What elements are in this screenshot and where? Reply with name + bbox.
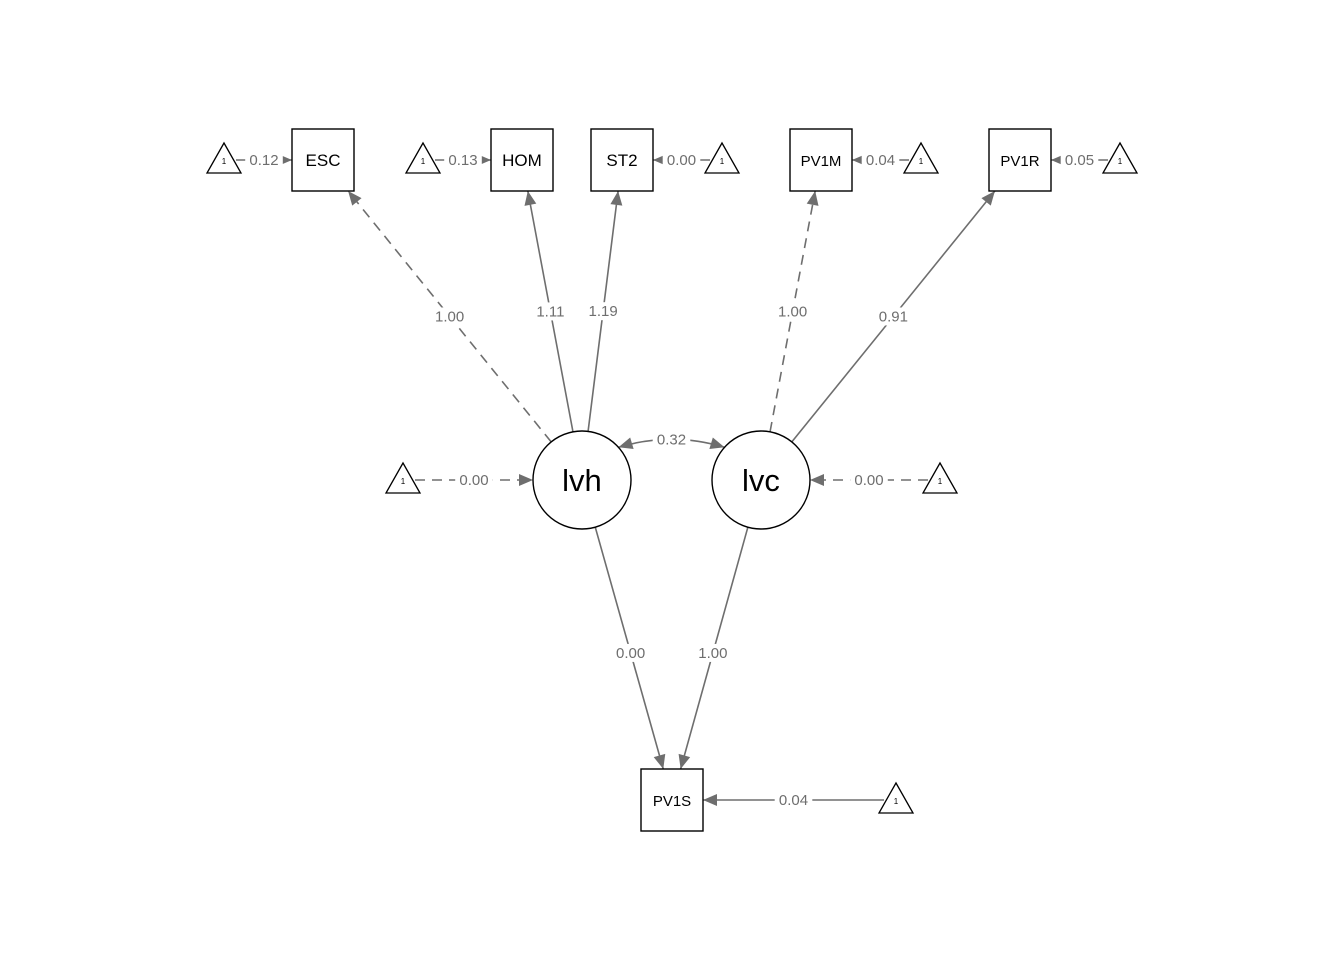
intercept-label-esc-bg	[245, 151, 283, 169]
latent-node-lvh	[532, 430, 632, 530]
loading-edge-lvh-hom-label-bg	[531, 302, 570, 321]
intercept-triangle-pv1r	[1101, 141, 1139, 174]
loading-edge-lvh-pv1s-arrowhead	[653, 753, 666, 769]
manifest-node-pv1r	[988, 128, 1052, 192]
covariance-label: 0.32	[657, 431, 686, 448]
intercept-triangle-label: 1	[401, 477, 406, 486]
covariance-arrowhead-lvh	[618, 437, 634, 449]
loading-edge-lvh-esc-arrowhead	[348, 191, 362, 206]
loading-edge-lvh-pv1s-label: 0.00	[616, 645, 645, 662]
manifest-node-st2	[590, 128, 654, 192]
intercept-triangle-label: 1	[720, 157, 725, 166]
intercept-label-pv1r: 0.05	[1065, 152, 1094, 169]
covariance-label-bg	[652, 430, 691, 449]
covariance-arrowhead-lvc	[709, 437, 725, 449]
loading-edge-lvc-pv1s-label-bg	[694, 643, 732, 662]
loading-edge-lvc-pv1s-arrowhead	[678, 753, 691, 769]
intercept-label-st2: 0.00	[667, 152, 696, 169]
loading-edge-lvc-pv1r-label-bg	[874, 307, 913, 326]
intercept-label-lvc: 0.00	[854, 472, 883, 489]
loading-edge-lvh-pv1s-label-bg	[611, 643, 650, 662]
intercept-triangle-label: 1	[919, 157, 924, 166]
manifest-node-hom	[490, 128, 554, 192]
loading-edge-lvc-pv1m-arrowhead	[806, 191, 819, 206]
manifest-label-hom: HOM	[502, 151, 542, 170]
loading-edge-lvc-pv1m-label-bg	[773, 302, 812, 321]
loading-edge-lvc-pv1r-label: 0.91	[879, 308, 908, 325]
latent-label-lvh: lvh	[562, 463, 602, 498]
intercept-triangle-label: 1	[938, 477, 943, 486]
intercept-triangle-label: 1	[421, 157, 426, 166]
manifest-label-pv1m: PV1M	[801, 153, 842, 170]
loading-edge-lvh-st2-arrowhead	[610, 191, 623, 206]
loading-edge-lvh-esc-label-bg	[430, 307, 469, 326]
loading-edge-lvh-esc-label: 1.00	[435, 308, 464, 325]
manifest-label-esc: ESC	[306, 151, 341, 170]
manifest-label-pv1s: PV1S	[653, 793, 691, 810]
manifest-node-pv1m	[789, 128, 853, 192]
intercept-triangle-label: 1	[222, 157, 227, 166]
intercept-triangle-lvh	[384, 461, 422, 494]
loading-edge-lvc-pv1r-arrowhead	[981, 191, 995, 206]
latent-label-lvc: lvc	[742, 463, 780, 498]
loading-edge-lvc-pv1s-label: 1.00	[698, 645, 727, 662]
loading-edge-lvh-hom-arrowhead	[524, 191, 537, 206]
intercept-triangle-st2	[703, 141, 741, 174]
intercept-triangle-label: 1	[1118, 157, 1123, 166]
intercept-triangle-pv1s	[877, 781, 915, 814]
intercept-edge-lvc-arrowhead	[810, 474, 824, 486]
manifest-label-pv1r: PV1R	[1000, 153, 1039, 170]
intercept-label-pv1s: 0.04	[779, 792, 808, 809]
manifest-node-esc	[291, 128, 355, 192]
intercept-label-pv1r-bg	[1060, 151, 1099, 169]
intercept-edge-lvh-arrowhead	[519, 474, 533, 486]
loading-edge-lvh-st2-label: 1.19	[588, 303, 617, 320]
intercept-triangle-esc	[205, 141, 243, 174]
intercept-triangle-pv1m	[902, 141, 940, 174]
loading-edge-lvh-st2-label-bg	[584, 302, 622, 321]
intercept-label-esc: 0.12	[249, 152, 278, 169]
manifest-node-pv1s	[640, 768, 704, 832]
intercept-triangle-label: 1	[894, 797, 899, 806]
intercept-edge-pv1s-arrowhead	[703, 794, 717, 806]
nodes-layer: ESC HOM ST2 PV1M PV1R PV1S lvh lvc 1 1 1 1 1 1 1 1	[205, 128, 1139, 832]
intercept-label-lvh: 0.00	[459, 472, 488, 489]
loading-edge-lvc-pv1m-label: 1.00	[778, 303, 807, 320]
intercept-label-pv1s-bg	[774, 791, 813, 809]
intercept-label-pv1m-bg	[861, 151, 900, 169]
manifest-label-st2: ST2	[606, 151, 637, 170]
intercept-label-st2-bg	[662, 151, 701, 169]
intercept-triangle-hom	[404, 141, 442, 174]
intercept-label-pv1m: 0.04	[866, 152, 895, 169]
intercept-label-lvh-bg	[455, 471, 493, 489]
intercept-triangle-lvc	[921, 461, 959, 494]
intercept-label-hom: 0.13	[448, 152, 477, 169]
latent-node-lvc	[711, 430, 811, 530]
loading-edge-lvh-hom-label: 1.11	[536, 303, 564, 320]
intercept-label-hom-bg	[444, 151, 482, 169]
intercept-label-lvc-bg	[850, 471, 888, 489]
edges-layer	[236, 154, 1108, 806]
edge-labels-layer: 1.00 1.11 1.19 1.00 0.91 0.00 1.00 0.12 0.13 0.00…	[245, 151, 1099, 809]
